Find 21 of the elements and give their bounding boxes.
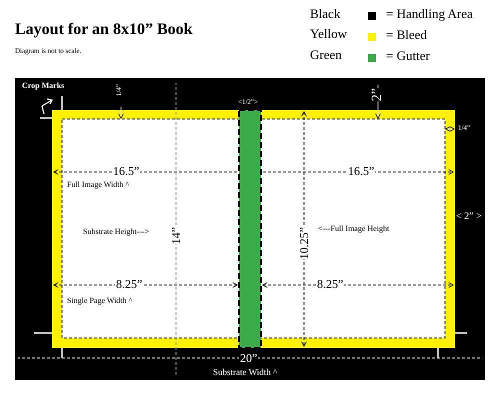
caption-text: <---Full Image Height [318, 225, 390, 233]
legend-label: = Bleed [386, 28, 427, 41]
caption-text: Substrate Width ^ [213, 368, 278, 377]
caption-text: Full Image Width ^ [67, 181, 130, 189]
caption-text: Substrate Height---> [83, 228, 150, 236]
legend-label: = Handling Area [386, 7, 473, 20]
dimension-label: 8.25” [316, 278, 344, 290]
dimension-label: 16.5” [347, 165, 376, 177]
caption-text: Single Page Width ^ [67, 297, 132, 305]
title: Layout for an 8x10” Book [15, 22, 193, 38]
color-name-text: Green [310, 48, 342, 61]
dimension-label: 16.5” [112, 165, 140, 177]
dimension-label: 10.25” [297, 227, 311, 260]
dimension-label: < 2” > [456, 212, 482, 222]
color-name-text: Black [310, 7, 340, 20]
callout-label: Crop Marks [22, 82, 64, 90]
dimension-label: 8.25” [115, 278, 144, 290]
color-name-text: Yellow [310, 27, 347, 40]
legend-label: = Gutter [386, 49, 430, 62]
dimension-label: 20” [239, 352, 258, 364]
dimension-label: 14” [169, 227, 183, 244]
